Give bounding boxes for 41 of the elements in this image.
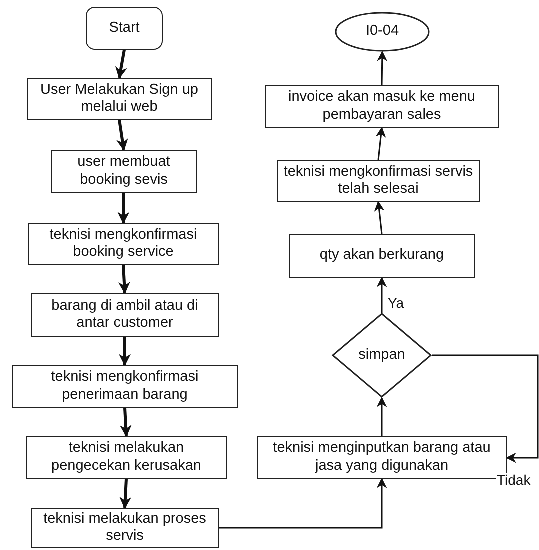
- process-box: [51, 150, 197, 193]
- arrow: [116, 120, 128, 152]
- node-text: simpan: [358, 346, 406, 364]
- process-box: [27, 78, 212, 120]
- arrow: [116, 50, 128, 80]
- arrow: [119, 337, 131, 366]
- node-text: I0-04: [364, 23, 400, 41]
- arrow: [118, 192, 130, 224]
- start-terminal: [86, 7, 163, 50]
- node-text: Start: [108, 20, 141, 38]
- node-text: teknisi melakukan proses servis: [42, 510, 208, 546]
- process-box: [26, 436, 227, 479]
- arrow: [376, 276, 388, 313]
- node-text: invoice akan masuk ke menu pembayaran sales: [288, 89, 476, 124]
- process-box: [31, 293, 219, 337]
- edge-label: Ya: [387, 296, 406, 312]
- process-box: [31, 508, 219, 548]
- arrow: [374, 200, 385, 234]
- node-text: teknisi melakukan pengecekan kerusakan: [50, 440, 202, 475]
- node-text: teknisi menginputkan barang atau jasa yang digunakan: [272, 440, 492, 475]
- arrow: [118, 264, 130, 294]
- process-box: [28, 223, 219, 265]
- node-text: qty akan berkurang: [318, 247, 446, 265]
- arrow: [376, 396, 388, 436]
- node-text: teknisi mengkonfirmasi booking service: [48, 226, 198, 262]
- arrow: [376, 126, 386, 160]
- arrow: [377, 50, 388, 86]
- node-text: teknisi mengkonfirmasi servis telah selesai: [282, 164, 474, 198]
- process-box: [277, 160, 480, 202]
- node-text: teknisi mengkonfirmasi penerimaan barang: [50, 369, 200, 404]
- process-box: [265, 85, 499, 128]
- node-text: User Melakukan Sign up melalui web: [40, 82, 200, 116]
- arrow: [432, 354, 539, 464]
- arrow: [120, 478, 132, 510]
- process-box: [12, 365, 238, 408]
- node-text: barang di ambil atau di antar customer: [50, 298, 200, 332]
- edge-label: Tidak: [496, 473, 532, 488]
- arrow: [120, 408, 132, 438]
- arrow: [219, 478, 388, 529]
- node-text: user membuat booking sevis: [76, 154, 172, 189]
- process-box: [289, 234, 475, 278]
